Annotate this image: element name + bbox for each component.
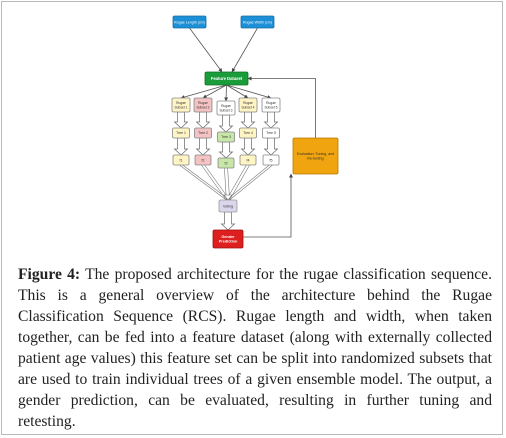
rugae-subset-1-label: Subset 1 bbox=[174, 105, 187, 109]
figure-caption: Figure 4: The proposed architecture for … bbox=[18, 264, 492, 432]
input-rugae-width-label: Rugae Width (cm) bbox=[243, 20, 272, 24]
output-f4: f4 bbox=[239, 154, 257, 166]
output-f2: f2 bbox=[194, 154, 212, 166]
rugae-subset-1-label: Rugae bbox=[176, 101, 186, 105]
tree-4: Tree 4 bbox=[239, 127, 257, 139]
rugae-subset-2-label: Rugae bbox=[198, 101, 208, 105]
input-rugae-length: Rugae Length (cm) bbox=[172, 15, 207, 29]
rugae-subset-2-label: Subset 2 bbox=[196, 105, 209, 109]
output-f3-label: f3 bbox=[225, 161, 228, 165]
input-rugae-width: Rugae Width (cm) bbox=[240, 15, 275, 29]
rugae-subset-5-label: Rugae bbox=[266, 101, 276, 105]
rugae-subset-3-label: Rugae bbox=[221, 104, 231, 108]
gender-prediction-box-label: Prediction bbox=[219, 240, 238, 244]
rugae-subset-4-label: Rugae bbox=[243, 101, 253, 105]
output-f5-label: f5 bbox=[270, 158, 273, 162]
caption-label: Figure 4: bbox=[18, 266, 81, 283]
voting-box-label: Voting bbox=[223, 204, 233, 208]
input-rugae-length-label: Rugae Length (cm) bbox=[174, 20, 205, 24]
tree-2: Tree 2 bbox=[194, 127, 212, 139]
output-f4-label: f4 bbox=[247, 158, 250, 162]
caption-text: The proposed architecture for the rugae … bbox=[18, 266, 492, 430]
feature-dataset-box: Feature Dataset bbox=[204, 71, 249, 86]
output-f1-label: f1 bbox=[180, 158, 183, 162]
rugae-subset-5-label: Subset 5 bbox=[264, 105, 277, 109]
gender-prediction-box-label: Gender bbox=[221, 235, 235, 239]
tree-2-label: Tree 2 bbox=[198, 131, 208, 135]
tree-4-label: Tree 4 bbox=[243, 131, 253, 135]
output-f1: f1 bbox=[172, 154, 190, 166]
tree-1-label: Tree 1 bbox=[176, 131, 186, 135]
feature-dataset-box-label: Feature Dataset bbox=[211, 76, 243, 81]
tree-3-label: Tree 3 bbox=[221, 135, 231, 139]
output-f2-label: f2 bbox=[202, 158, 205, 162]
output-f5: f5 bbox=[262, 154, 280, 166]
evaluation-box-label: Evaluation: Tuning, and bbox=[297, 152, 335, 156]
output-f3: f3 bbox=[217, 157, 235, 169]
evaluation-box-label: Re-testing bbox=[307, 157, 323, 161]
tree-5-label: Tree 5 bbox=[266, 131, 276, 135]
voting-box: Voting bbox=[218, 199, 238, 213]
tree-5: Tree 5 bbox=[262, 127, 280, 139]
connector-lines bbox=[173, 27, 316, 238]
tree-3: Tree 3 bbox=[217, 131, 235, 143]
rugae-subset-3-label: Subset 3 bbox=[219, 108, 232, 112]
tree-1: Tree 1 bbox=[172, 127, 190, 139]
diagram-nodes: Rugae Length (cm) Rugae Width (cm) Feature… bbox=[171, 15, 339, 249]
architecture-diagram: Rugae Length (cm) Rugae Width (cm) Feature… bbox=[171, 15, 339, 249]
rugae-subset-4-label: Subset 4 bbox=[241, 105, 254, 109]
